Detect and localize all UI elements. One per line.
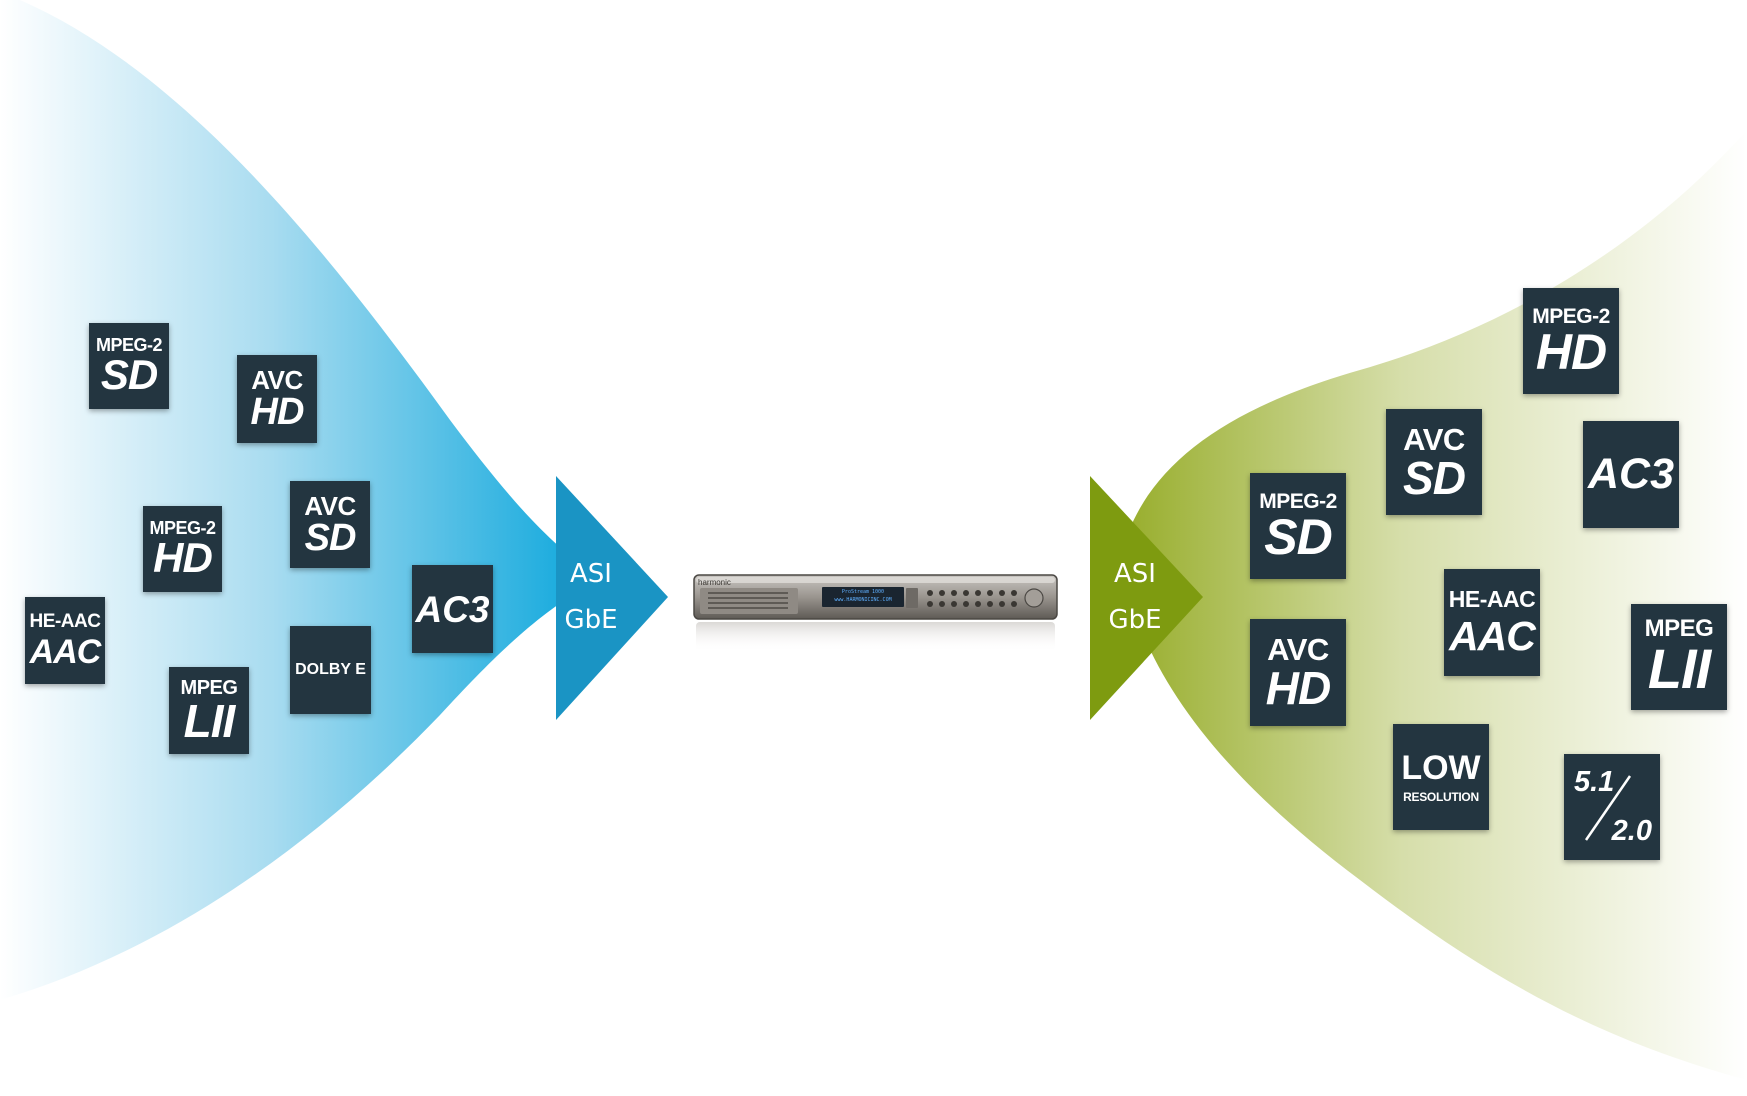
fraction-slash (1584, 775, 1632, 841)
tile-top-label: AVC (1403, 421, 1465, 457)
input-tile-mpeg-lii: MPEG LII (169, 667, 249, 754)
tile-sub-label: RESOLUTION (1403, 790, 1479, 804)
output-arrow-gbe: GbE (1108, 605, 1162, 635)
tile-top-label: AVC (304, 490, 356, 521)
tile-top-label: MPEG (1644, 615, 1714, 642)
input-tile-heaac-aac: HE-AAC AAC (25, 597, 105, 684)
tile-main-label: HD (250, 391, 305, 433)
device-unit (693, 574, 1058, 652)
output-tile-avc-hd: AVC HD (1250, 619, 1346, 726)
tile-main-label: SD (1403, 451, 1466, 504)
input-arrow-label: ASI GbE (556, 551, 626, 643)
tile-main-label: LII (183, 694, 236, 747)
tile-main-label: SD (1264, 508, 1332, 565)
tile-top-label: MPEG-2 (95, 335, 163, 355)
tile-main-label: AC3 (1587, 450, 1675, 498)
output-tile-mpeg-lii: MPEG LII (1631, 604, 1727, 710)
input-arrow-asi: ASI (570, 559, 612, 589)
tile-main-label: SD (100, 351, 158, 398)
input-arrow-shape (556, 476, 668, 720)
tile-top-label: MPEG-2 (149, 518, 216, 538)
tile-main-label: HD (1535, 323, 1607, 380)
output-tile-5-1-2-0: 5.1 2.0 (1564, 754, 1660, 860)
tile-fraction-top: 5.1 (1574, 766, 1615, 798)
tile-main-label: SD (304, 516, 357, 559)
output-tile-ac3: AC3 (1583, 421, 1679, 528)
input-tile-dolby-e: DOLBY E (290, 626, 371, 714)
device-brand: harmonic (698, 578, 731, 587)
tile-top-label: HE-AAC (1448, 586, 1536, 612)
device-display-line1: ProStream 1000 (841, 589, 885, 595)
input-tile-mpeg2-sd: MPEG-2 SD (89, 323, 169, 409)
output-tile-heaac-aac: HE-AAC AAC (1444, 569, 1540, 676)
input-tile-mpeg2-hd: MPEG-2 HD (143, 506, 222, 592)
tile-top-label: MPEG-2 (1259, 489, 1337, 513)
tile-top-label: MPEG-2 (1532, 304, 1610, 328)
input-tile-avc-hd: AVC HD (237, 355, 317, 443)
output-tile-low-resolution: LOW RESOLUTION (1393, 724, 1489, 830)
tile-main-label: HD (1265, 662, 1331, 714)
device-display: ProStream 1000 www.HARMONICINC.COM (822, 588, 904, 604)
tile-top-label: MPEG (180, 676, 238, 699)
input-tile-ac3: AC3 (412, 565, 493, 653)
tile-main-label: AAC (29, 633, 102, 671)
tile-top-label: AVC (251, 365, 303, 395)
tile-top-label: AVC (1267, 632, 1329, 667)
output-tile-mpeg2-sd: MPEG-2 SD (1250, 473, 1346, 579)
tile-main-label: LII (1647, 637, 1711, 700)
output-tile-mpeg2-hd: MPEG-2 HD (1523, 288, 1619, 394)
tile-main-label: AC3 (415, 588, 490, 630)
output-arrow-label: ASI GbE (1100, 551, 1170, 643)
tile-fraction-bottom: 2.0 (1611, 815, 1652, 847)
output-arrow-asi: ASI (1114, 559, 1156, 589)
device-display-line2: www.HARMONICINC.COM (834, 597, 892, 603)
output-tile-avc-sd: AVC SD (1386, 409, 1482, 515)
tile-main-label: DOLBY E (295, 661, 366, 678)
input-arrow-gbe: GbE (564, 605, 618, 635)
output-arrow-shape (1090, 476, 1203, 720)
tile-top-label: LOW (1401, 749, 1481, 787)
tile-main-label: AAC (1449, 613, 1536, 659)
tile-top-label: HE-AAC (29, 611, 101, 632)
input-tile-avc-sd: AVC SD (290, 481, 370, 568)
tile-main-label: HD (153, 534, 213, 581)
